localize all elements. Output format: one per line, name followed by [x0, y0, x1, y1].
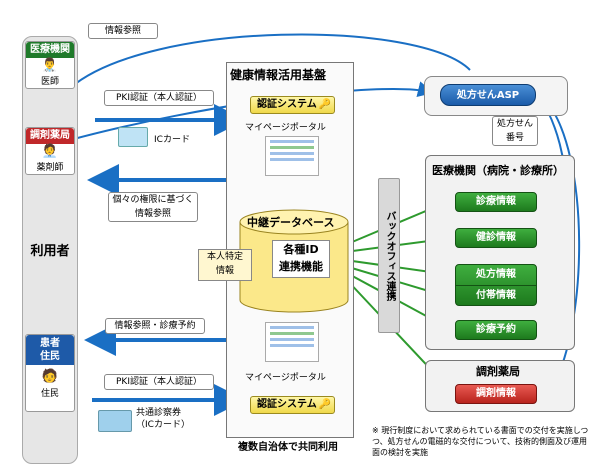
asp-cylinder: 処方せんASP	[440, 84, 536, 106]
backoffice-bar: バックオフィス連携	[378, 178, 400, 333]
pharmacy-role-card: 調剤薬局 🧑‍💼 薬剤師	[25, 127, 75, 175]
id-line1: 各種ID	[283, 243, 319, 256]
auth-system-top: 認証システム 🔑	[250, 96, 335, 114]
checkup-info-button: 健診情報	[455, 228, 537, 248]
common-card-line1: 共通診察券	[136, 408, 182, 418]
resident-icon: 🧑	[41, 369, 59, 384]
identify-info-box: 本人特定 情報	[198, 249, 252, 281]
dispense-info-button: 調剤情報	[455, 384, 537, 404]
identify-line1: 本人特定	[206, 252, 243, 262]
db-title: 中継データベース	[247, 216, 335, 229]
key-icon: 🔑	[318, 99, 331, 110]
medical-header: 医療機関	[26, 42, 74, 58]
patient-role-card: 患者 住民 🧑 住民	[25, 334, 75, 412]
hospital-title: 医療機関（病院・診療所）	[432, 164, 564, 177]
id-linkage-box: 各種ID 連携機能	[272, 240, 330, 278]
center-footer: 複数自治体で共同利用	[238, 442, 338, 453]
doctor-icon: 👨‍⚕️	[41, 58, 59, 73]
rx-number-box: 処方せん 番号	[492, 116, 538, 146]
common-card-line2: （ICカード）	[136, 420, 190, 430]
top-reference-label: 情報参照	[88, 23, 158, 39]
clinical-info-button: 診療情報	[455, 192, 537, 212]
prescription-info-label: 処方情報	[456, 265, 536, 286]
footnote: ※ 現行制度において求められている書面での交付を実施しつつ、処方せんの電磁的な交…	[372, 426, 589, 457]
pharmacy-header: 調剤薬局	[26, 128, 74, 144]
pharmacy-title: 調剤薬局	[476, 365, 520, 378]
common-card-icon	[98, 410, 132, 432]
top-reference-curve	[55, 33, 471, 102]
authority-label: 個々の権限に基づく 情報参照	[108, 192, 198, 222]
center-title: 健康情報活用基盤	[230, 68, 327, 82]
rx-number-line2: 番号	[505, 133, 524, 143]
key-icon: 🔑	[318, 399, 331, 410]
my-portal-bottom-thumb	[265, 322, 319, 362]
pharmacist-label: 薬剤師	[36, 163, 64, 173]
pki-top-label: PKI認証（本人認証）	[104, 90, 214, 106]
prescription-info-button: 処方情報 付帯情報	[455, 264, 537, 306]
rx-number-line1: 処方せん	[496, 119, 533, 129]
auth-system-bottom: 認証システム 🔑	[250, 396, 335, 414]
ic-card-label: ICカード	[154, 135, 190, 145]
resident-label: 住民	[40, 389, 59, 399]
authority-line2: 情報参照	[134, 209, 171, 219]
medical-role-card: 医療機関 👨‍⚕️ 医師	[25, 41, 75, 89]
patient-header-line1: 患者	[40, 338, 60, 349]
hospital-panel	[425, 155, 575, 350]
auth-system-bottom-label: 認証システム	[257, 399, 317, 410]
ref-reserve-label: 情報参照・診療予約	[105, 318, 205, 334]
my-portal-top-label: マイページポータル	[245, 123, 326, 133]
common-card-label: 共通診察券 （ICカード）	[136, 407, 190, 431]
appointment-button: 診療予約	[455, 320, 537, 340]
identify-line2: 情報	[215, 266, 234, 276]
authority-line1: 個々の権限に基づく	[112, 195, 194, 205]
users-label: 利用者	[30, 244, 70, 259]
supplementary-info-label: 付帯情報	[476, 290, 516, 301]
doctor-label: 医師	[40, 77, 59, 87]
pki-bottom-label: PKI認証（本人認証）	[104, 374, 214, 390]
auth-system-top-label: 認証システム	[257, 99, 317, 110]
my-portal-top-thumb	[265, 136, 319, 176]
patient-header-line2: 住民	[40, 351, 60, 362]
ic-card-icon	[118, 127, 148, 147]
my-portal-bottom-label: マイページポータル	[245, 373, 326, 383]
pharmacist-icon: 🧑‍💼	[41, 144, 59, 159]
id-line2: 連携機能	[279, 260, 323, 273]
patient-header: 患者 住民	[26, 335, 74, 365]
